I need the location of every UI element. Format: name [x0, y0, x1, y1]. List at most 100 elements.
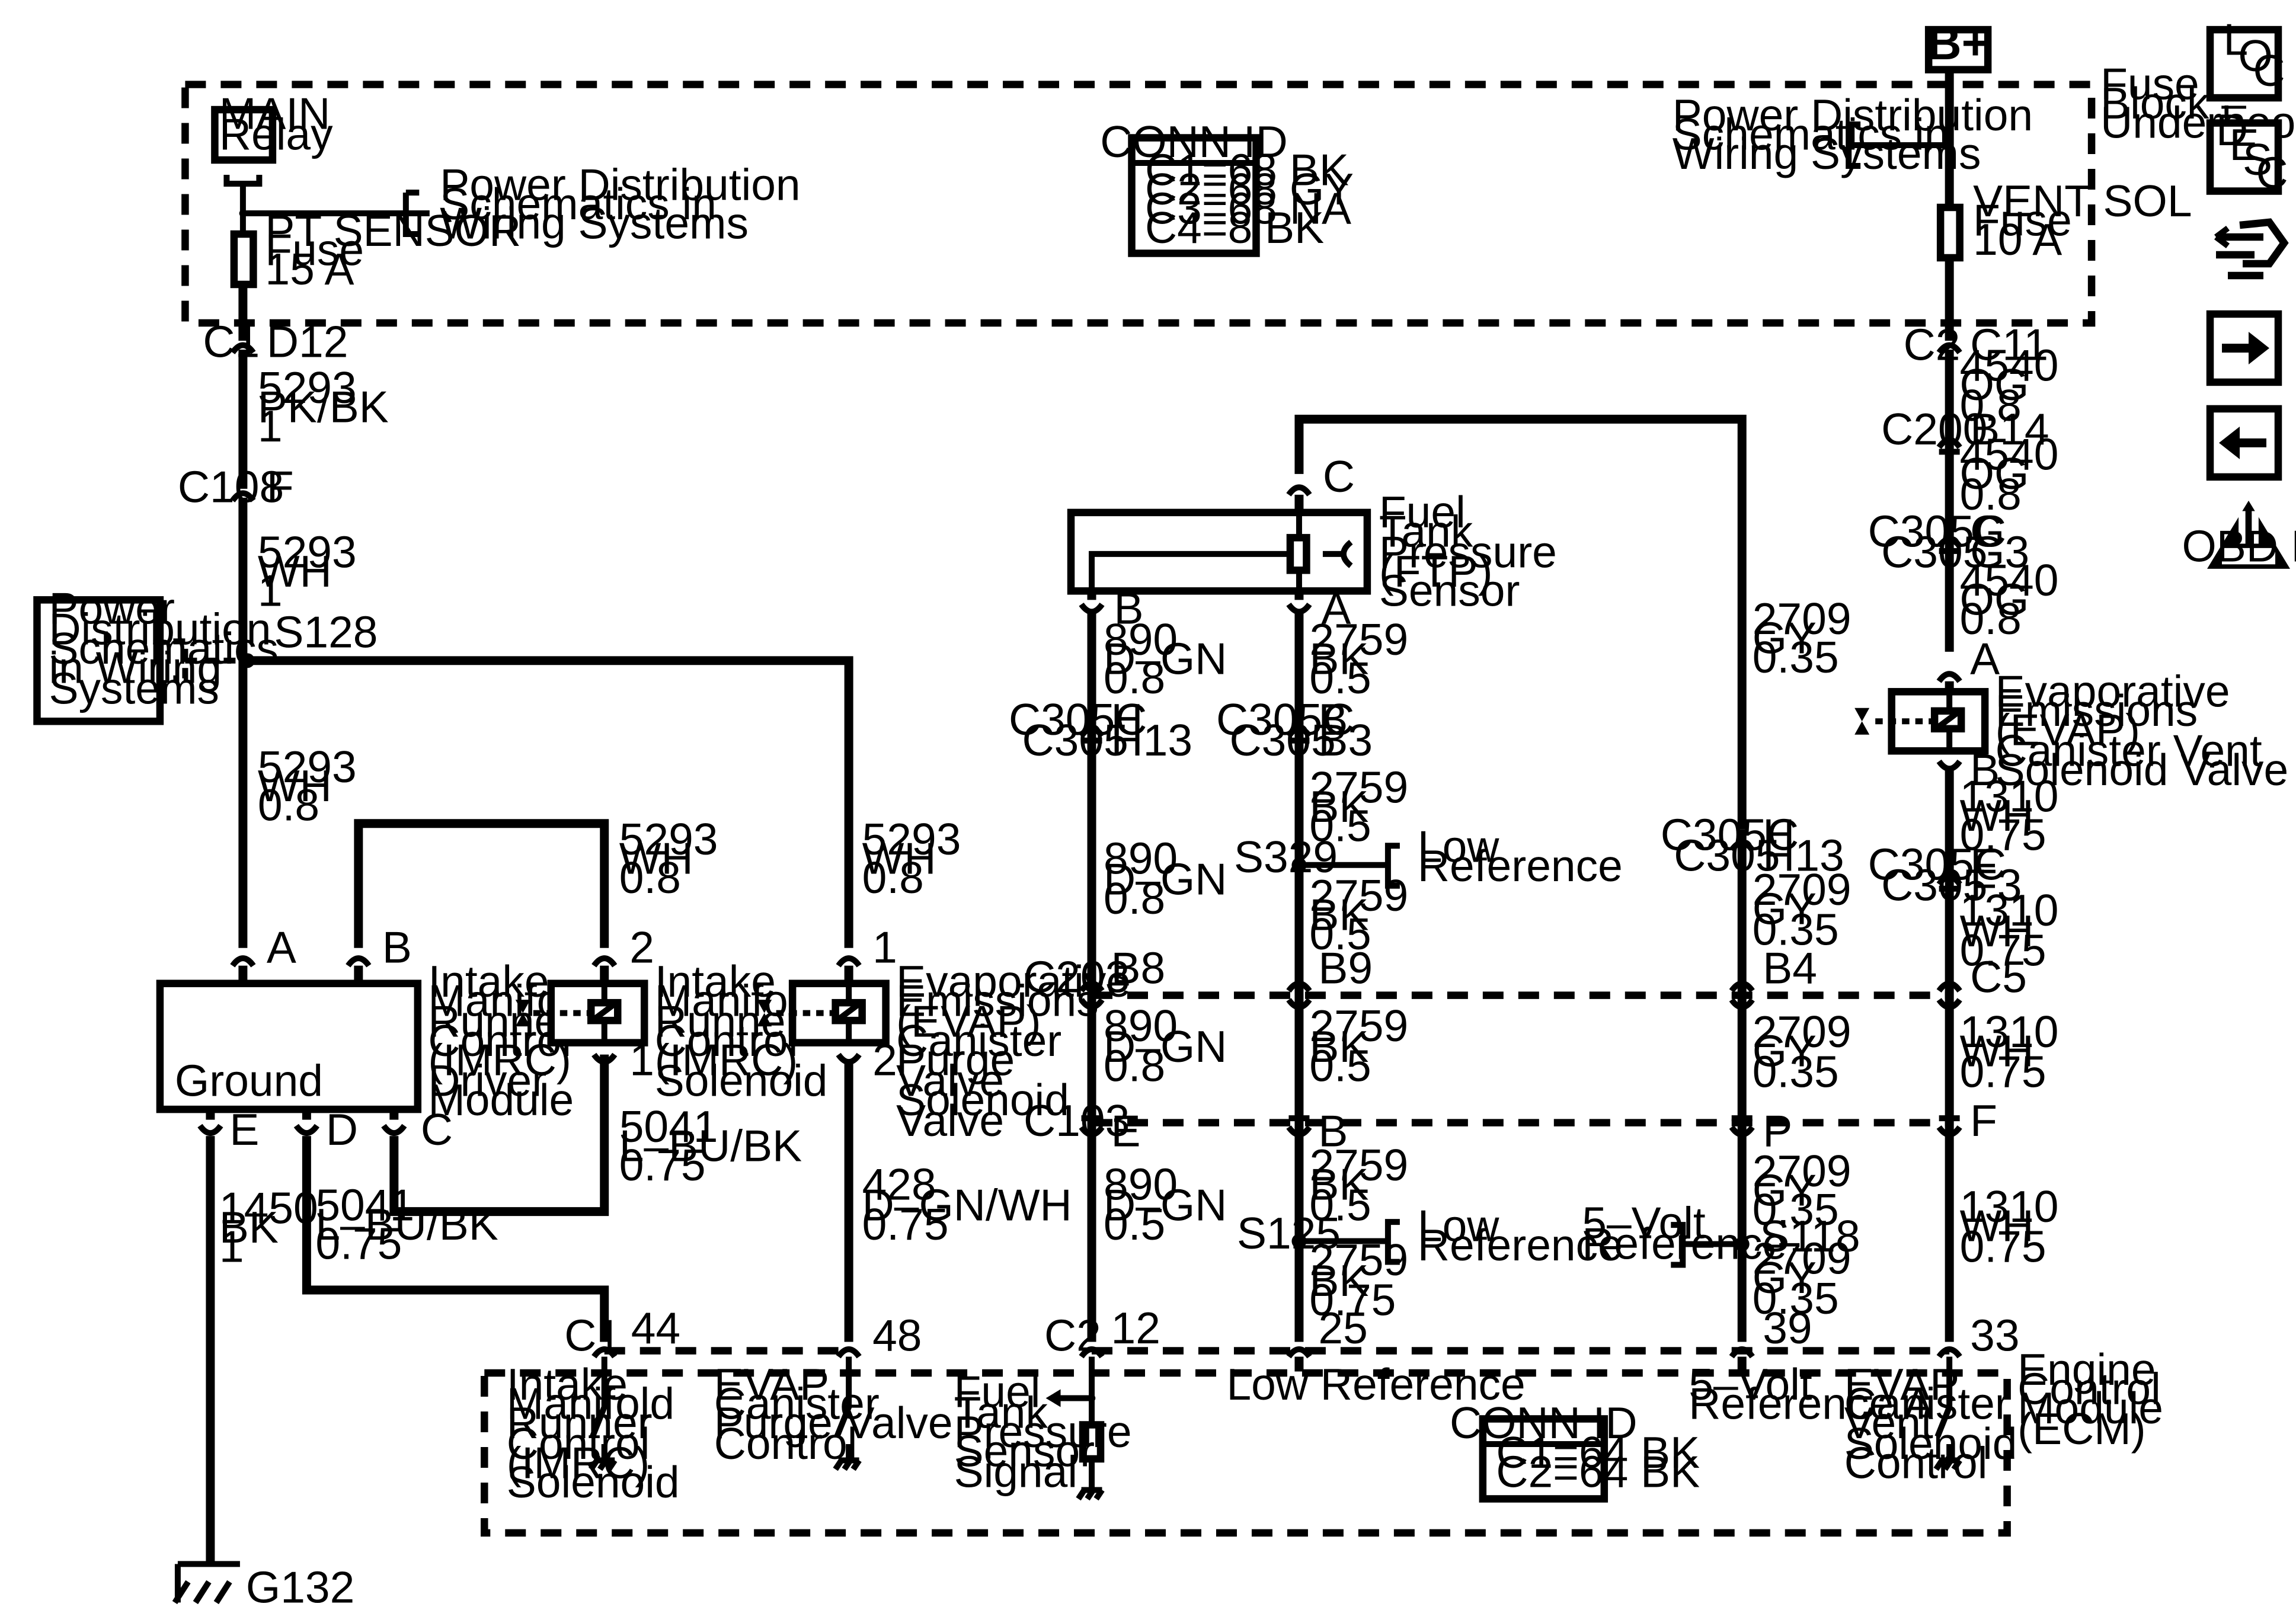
pdist-bracket-left — [402, 190, 430, 237]
conn-id-title-ecm: CONN ID — [1450, 1398, 1638, 1448]
svg-text:S: S — [2243, 135, 2272, 184]
pin-b8: B8 — [1111, 943, 1166, 993]
back-arrow-icon[interactable] — [2206, 405, 2282, 481]
pin-h13-2709: H13 — [1763, 831, 1844, 881]
pt-sensor-fuse-label: PT SENSOR Fuse 15 A — [265, 206, 533, 294]
pin-d12: D12 — [267, 316, 348, 366]
conn-c108: C108 — [178, 462, 284, 511]
wire-1450-bk: 1450 BK 1 — [219, 1183, 331, 1272]
driver-pin-e: E — [229, 1105, 259, 1154]
svg-text:D: D — [2216, 105, 2248, 155]
obd-ii-icon[interactable]: II OBD II — [2182, 500, 2296, 571]
wire-2759-d: 2759 BK 0.5 — [1309, 1001, 1421, 1090]
wire-5293-wh-08b: 5293 WH 0.8 — [619, 814, 731, 902]
wire-4540-c: 4540 OG 0.8 — [1960, 555, 2071, 644]
ecm-imrc-driver — [589, 1356, 618, 1471]
pdist-bracket-right — [1846, 121, 1950, 169]
conn-c203: C203 — [1024, 952, 1130, 1002]
splice-s329 — [1291, 857, 1307, 873]
pin-h: H — [1111, 694, 1143, 744]
wire-5293-wh-08c: 5293 WH 0.8 — [862, 814, 974, 902]
forward-arrow-icon[interactable] — [2206, 310, 2282, 386]
pin-h13: H13 — [1111, 715, 1193, 765]
ecm-purge-label: EVAP Canister Purge Valve Control — [714, 1359, 965, 1468]
location-icon[interactable]: L O C — [2206, 15, 2285, 102]
pin-b14: B14 — [1970, 404, 2049, 454]
wire-890-a: 890 D–GN 0.8 — [1104, 614, 1239, 703]
conn-id-lines-ecm: C1=64 BK C2=64 BK — [1496, 1427, 1712, 1496]
main-relay-box — [211, 105, 277, 164]
pin-f-right: F — [1970, 840, 1997, 889]
imrc-pin-2: 2 — [629, 923, 654, 972]
ecm-imrc-label: Intake Manifold Runner Control (IMRC) So… — [507, 1359, 687, 1507]
imrc-valve-icon — [515, 1000, 530, 1027]
ecm-conn-c2: C2 — [1044, 1311, 1101, 1361]
vent-pin-a: A — [1970, 633, 2000, 683]
ecm-pin-12: 12 — [1111, 1303, 1160, 1353]
ecm-label: Engine Control Module (ECM) — [2017, 1345, 2176, 1454]
ecm-pin-25: 25 — [1318, 1303, 1367, 1353]
vent-pin-b: B — [1970, 745, 2000, 795]
ecm-pin-44: 44 — [631, 1303, 680, 1353]
wire-2759-a: 2759 BK 0.5 — [1309, 614, 1421, 703]
main-relay-label: MAIN Relay — [219, 89, 343, 159]
pin-f3: F3 — [1970, 860, 2022, 910]
pin-c11: C11 — [1970, 319, 2048, 369]
pin-b9: B9 — [1318, 943, 1373, 993]
splice-s118-label: S118 — [1760, 1211, 1860, 1261]
conn-id-lines-top: C1=68 BK C2=68 GY C3=68 NA C4=8 BK — [1145, 145, 1366, 252]
imrc-driver-module — [156, 980, 422, 1113]
wire-5293-wh-08a: 5293 WH 0.8 — [258, 742, 369, 830]
wire-5293-wh-1: 5293 WH 1 — [258, 527, 369, 615]
conn-id-box-top — [1128, 134, 1260, 257]
wire-2709-d: 2709 GY 0.35 — [1753, 1146, 1864, 1234]
splice-s125 — [1291, 1234, 1307, 1249]
description-icon[interactable]: D E S C — [2206, 105, 2288, 198]
wire-2759-c: 2759 BK 0.5 — [1309, 870, 1421, 959]
connector-tool-icon[interactable] — [2214, 218, 2289, 280]
c305c-2709: C305C C305 — [1661, 810, 1811, 881]
svg-text:OBD II: OBD II — [2182, 521, 2296, 571]
wire-2759-b: 2759 BK 0.5 — [1309, 763, 1421, 851]
pdist-left-label: Power Distribution Schematics in Wiring … — [440, 160, 813, 248]
ecm-five-volt-ref: 5–Volt Reference A — [1689, 1359, 1933, 1428]
vent-sol-fuse — [1936, 203, 1964, 262]
wire-1310-c: 1310 WH 0.75 — [1960, 1007, 2071, 1096]
ecm-outline — [481, 1369, 2011, 1537]
ftp-sensor-label: Fuel Tank Pressure (FTP) Sensor — [1379, 487, 1569, 615]
ecm-low-reference: Low Reference — [1226, 1359, 1525, 1409]
conn-c103: C103 — [1024, 1096, 1130, 1145]
pdist-box-label: Power Distribution Schematics in Wiring … — [49, 583, 290, 713]
splice-s125-label: S125 — [1237, 1208, 1341, 1258]
low-reference-1: Low Reference — [1418, 822, 1623, 891]
pin-b-c103: B — [1318, 1106, 1348, 1156]
wire-4540-b: 4540 OG 0.8 — [1960, 429, 2071, 518]
pin-b4: B4 — [1763, 943, 1817, 993]
vent-valve-icon — [1854, 708, 1870, 735]
wire-4540-a: 4540 OG 0.8 — [1960, 340, 2071, 430]
svg-text:C: C — [2253, 46, 2285, 95]
ecm-pin-33: 33 — [1970, 1311, 2019, 1361]
evap-vent-label: Evaporative Emissions (EVAP) Canister Ve… — [1996, 666, 2289, 794]
pin-g: G — [1970, 506, 2004, 556]
splice-s329-label: S329 — [1234, 832, 1338, 882]
wire-2709-c: 2709 GY 0.35 — [1753, 1007, 1864, 1096]
wire-890-c: 890 D–GN 0.8 — [1104, 1001, 1239, 1090]
driver-pin-b: B — [382, 923, 412, 972]
wire-428: 428 D–GN/WH 0.75 — [862, 1160, 1085, 1249]
wire-5041-a: 5041 L–BU/BK 0.75 — [619, 1102, 814, 1190]
splice-s128-label: S128 — [274, 607, 378, 657]
conn-id-title-top: CONN ID — [1100, 117, 1288, 167]
c305c-4540: C305C C305 — [1868, 506, 2019, 577]
wire-1310-b: 1310 WH 0.75 — [1960, 885, 2071, 975]
wire-890-b: 890 D–GN 0.8 — [1104, 834, 1239, 923]
pin-g3: G3 — [1970, 527, 2029, 577]
ecm-vent-driver — [1933, 1356, 1962, 1471]
battery-box — [1924, 25, 1992, 73]
pin-e-c103: E — [1111, 1106, 1141, 1156]
wire-2709-a: 2709 GY 0.35 — [1753, 594, 1864, 682]
c305c-890: C305C C305 — [1009, 694, 1159, 765]
battery-label: B+ — [1927, 17, 1989, 69]
ecm-conn-c1: C1 — [564, 1311, 621, 1361]
conn-c200: C200 — [1881, 404, 1987, 454]
